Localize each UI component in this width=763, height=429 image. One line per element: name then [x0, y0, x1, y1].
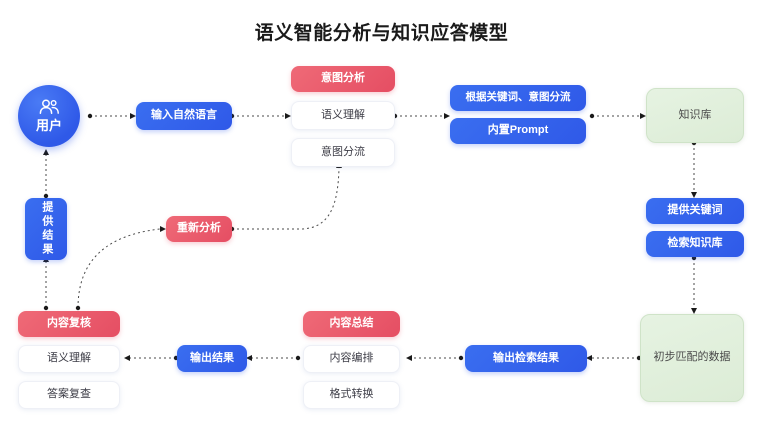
node-builtin-prompt[interactable]: 内置Prompt: [450, 118, 586, 144]
link-retrieval-to-matched: [691, 255, 697, 314]
link-reanalyze-to-branch: [229, 162, 342, 232]
link-routing-to-kb: [589, 113, 646, 119]
link-matched-to-output-retrieval: [586, 355, 642, 361]
node-knowledge-base[interactable]: 知识库: [646, 88, 744, 143]
node-content-review-header[interactable]: 内容复核: [18, 311, 120, 337]
link-input-to-intent: [229, 113, 291, 119]
node-provide-result[interactable]: 提供结果: [25, 198, 67, 260]
link-provide-to-user: [43, 149, 49, 199]
link-review-to-reanalyze: [75, 226, 166, 311]
link-review-to-provide: [43, 256, 49, 311]
node-intent-branching[interactable]: 意图分流: [291, 138, 395, 167]
link-summary-to-output-result: [246, 355, 301, 361]
link-intent-to-routing: [392, 113, 450, 119]
link-kb-to-retrieval: [691, 140, 697, 198]
node-review-semantic-understanding[interactable]: 语义理解: [18, 345, 120, 373]
node-semantic-understanding[interactable]: 语义理解: [291, 101, 395, 130]
node-matched-data[interactable]: 初步匹配的数据: [640, 314, 744, 402]
node-provide-keywords[interactable]: 提供关键词: [646, 198, 744, 224]
node-content-arrangement[interactable]: 内容编排: [303, 345, 400, 373]
node-search-knowledge-base[interactable]: 检索知识库: [646, 231, 744, 257]
node-content-summary-header[interactable]: 内容总结: [303, 311, 400, 337]
node-user[interactable]: 用户: [18, 85, 80, 147]
node-output-retrieval-result[interactable]: 输出检索结果: [465, 345, 587, 372]
node-answer-recheck[interactable]: 答案复查: [18, 381, 120, 409]
link-output-retrieval-to-summary: [406, 355, 464, 361]
node-user-label: 用户: [35, 117, 62, 133]
node-input-natural-language[interactable]: 输入自然语言: [136, 102, 232, 130]
link-user-to-input: [87, 113, 136, 119]
users-icon: [38, 98, 60, 114]
node-format-conversion[interactable]: 格式转换: [303, 381, 400, 409]
page-title: 语义智能分析与知识应答模型: [254, 23, 509, 44]
node-intent-analysis-header[interactable]: 意图分析: [291, 66, 395, 92]
node-reanalyze[interactable]: 重新分析: [166, 216, 232, 242]
node-output-result[interactable]: 输出结果: [177, 345, 247, 372]
link-output-result-to-review: [124, 355, 179, 361]
node-route-by-keyword-intent[interactable]: 根据关键词、意图分流: [450, 85, 586, 111]
